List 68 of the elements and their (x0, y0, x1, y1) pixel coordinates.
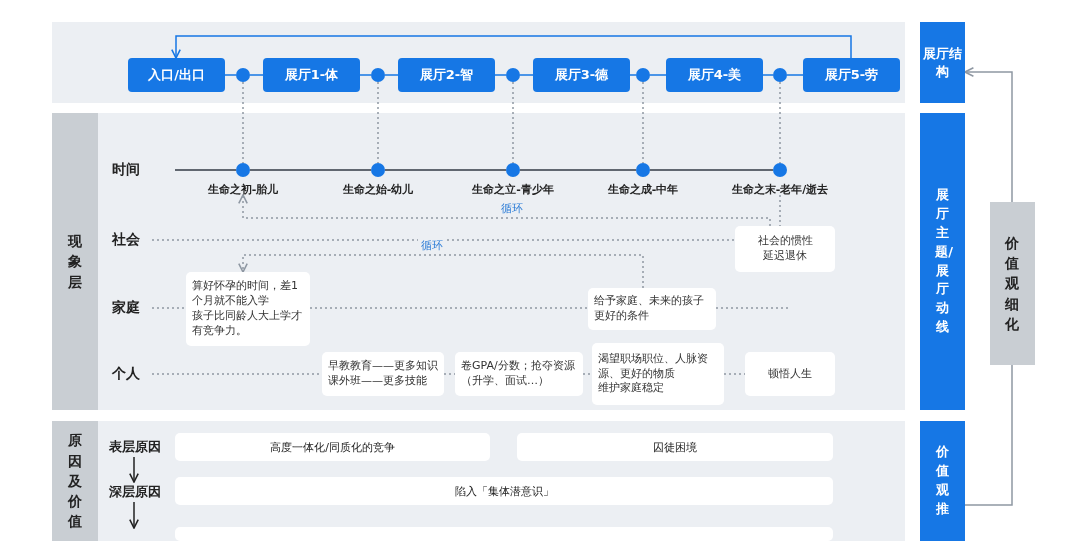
note-card: 顿悟人生 (745, 352, 835, 396)
guide-line (377, 81, 379, 164)
connector-line (494, 74, 507, 76)
hall-box: 展厅3-德 (533, 58, 630, 92)
content-box: 陷入「集体潜意识」 (175, 477, 833, 505)
hall-box: 展厅1-体 (263, 58, 360, 92)
timeline-node: 生命之立-青少年 (448, 163, 578, 195)
connector-line (762, 74, 774, 76)
connector-line (174, 169, 237, 171)
connector-line (249, 169, 372, 171)
connector-line (519, 169, 637, 171)
side-label-bar: 价值观推 (920, 421, 965, 541)
layer-band: 现象层 (52, 113, 98, 410)
arrow (129, 456, 139, 483)
arrow (238, 254, 644, 289)
connector-line (964, 364, 1013, 506)
hall-box: 展厅4-美 (666, 58, 763, 92)
note-card: 算好怀孕的时间，差1个月就不能入学 孩子比同龄人大上学才有竞争力。 (186, 272, 310, 346)
arrow (129, 501, 139, 529)
content-box: 高度一体化/同质化的竞争 (175, 433, 490, 461)
connector-line (249, 74, 264, 76)
guide-line (309, 307, 589, 309)
guide-line (151, 239, 736, 241)
cause-label: 深层原因 (100, 482, 170, 502)
hall-box: 展厅2-智 (398, 58, 495, 92)
note-card: 卷GPA/分数；抢夺资源（升学、面试…） (455, 352, 583, 396)
cause-label: 表层原因 (100, 437, 170, 457)
arrow (238, 194, 771, 227)
arrow (964, 67, 1013, 203)
side-label-bar: 展厅结构 (920, 22, 965, 103)
timeline-node: 生命之末-老年/逝去 (715, 163, 845, 195)
note-card: 早教教育——更多知识 课外班——更多技能 (322, 352, 444, 396)
note-card: 给予家庭、未来的孩子更好的条件 (588, 288, 716, 330)
arrow (171, 35, 852, 59)
timeline-node: 生命之初-胎儿 (178, 163, 308, 195)
guide-line (642, 81, 644, 164)
guide-line (512, 81, 514, 164)
connector-line (224, 74, 237, 76)
row-label: 家庭 (112, 298, 152, 318)
connector-line (786, 74, 804, 76)
side-label-bar: 价值观细化 (990, 202, 1035, 365)
guide-line (779, 194, 781, 227)
connector-line (384, 74, 399, 76)
connector-line (384, 169, 507, 171)
connector-line (519, 74, 534, 76)
guide-line (242, 81, 244, 164)
note-card: 社会的惯性 延迟退休 (735, 226, 835, 272)
guide-line (715, 307, 791, 309)
connector-line (629, 74, 637, 76)
timeline-node: 生命之成-中年 (578, 163, 708, 195)
row-label: 个人 (112, 364, 152, 384)
connector-line (649, 74, 667, 76)
entrance-box: 入口/出口 (128, 58, 225, 92)
timeline-node: 生命之始-幼儿 (313, 163, 443, 195)
guide-line (779, 81, 781, 164)
connector-line (649, 169, 774, 171)
connector-line (359, 74, 372, 76)
guide-line (151, 307, 187, 309)
row-label: 社会 (112, 230, 152, 250)
side-label-bar: 展厅主题/展厅动线 (920, 113, 965, 410)
note-card: 渴望职场职位、人脉资源、更好的物质 维护家庭稳定 (592, 343, 724, 405)
edge-label: 循环 (498, 201, 526, 216)
layer-band: 原因及价值 (52, 421, 98, 541)
guide-line (582, 373, 593, 375)
content-box: 囚徒困境 (517, 433, 833, 461)
edge-label: 循环 (418, 238, 446, 253)
hall-box: 展厅5-劳 (803, 58, 900, 92)
row-label: 时间 (112, 160, 175, 180)
